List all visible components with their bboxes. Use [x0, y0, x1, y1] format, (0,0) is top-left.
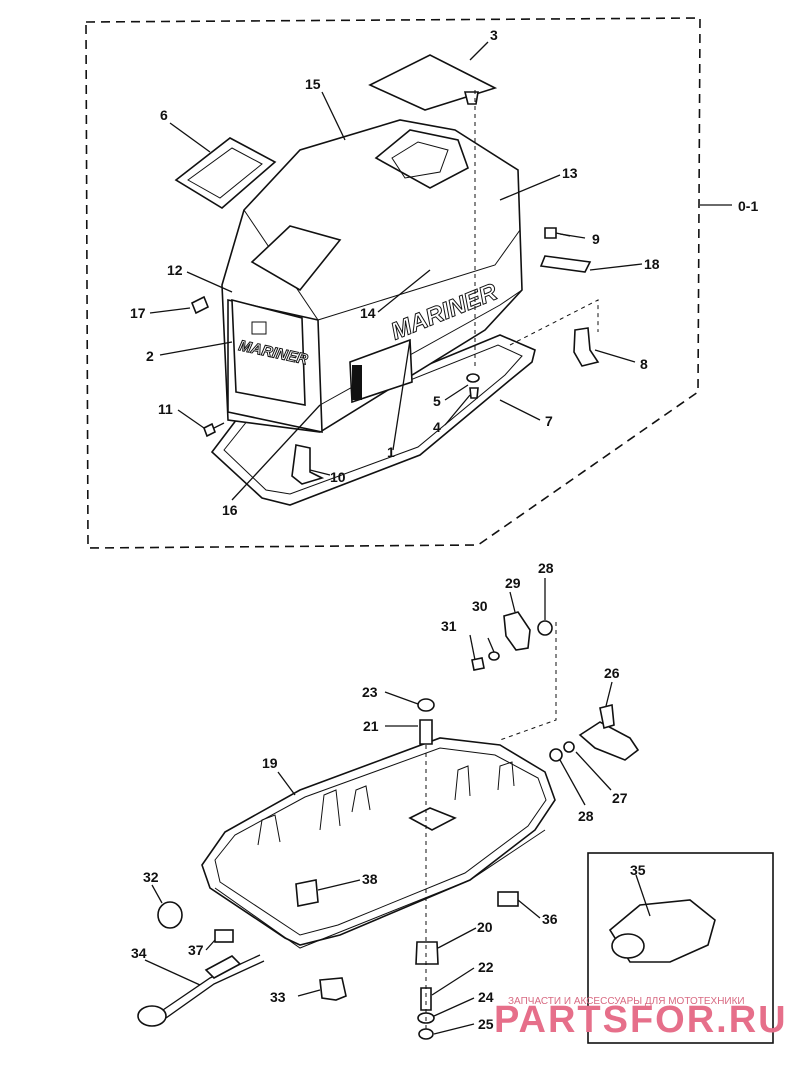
- part-label-32: 32: [143, 869, 159, 885]
- part-label-3: 3: [490, 27, 498, 43]
- part-label-34: 34: [131, 945, 147, 961]
- part-label-27: 27: [612, 790, 628, 806]
- assembly-label: 0-1: [738, 198, 758, 214]
- part-label-29: 29: [505, 575, 521, 591]
- part-label-8: 8: [640, 356, 648, 372]
- part-label-17: 17: [130, 305, 146, 321]
- part-label-37: 37: [188, 942, 204, 958]
- part-label-28-bottom: 28: [578, 808, 594, 824]
- watermark-site: PARTSFOR.RU: [494, 999, 788, 1041]
- part-label-30: 30: [472, 598, 488, 614]
- part-label-6: 6: [160, 107, 168, 123]
- part-label-24: 24: [478, 989, 494, 1005]
- part-label-23: 23: [362, 684, 378, 700]
- part-label-31: 31: [441, 618, 457, 634]
- part-label-20: 20: [477, 919, 493, 935]
- watermark-caption: ЗАПЧАСТИ И АКСЕССУАРЫ ДЛЯ МОТОТЕХНИКИ: [508, 996, 745, 1007]
- leader-lines: [144, 41, 643, 1035]
- part-label-26: 26: [604, 665, 620, 681]
- watermark: ЗАПЧАСТИ И АКСЕССУАРЫ ДЛЯ МОТОТЕХНИКИ PA…: [494, 996, 788, 1041]
- part-label-15: 15: [305, 76, 321, 92]
- part-label-10: 10: [330, 469, 346, 485]
- part-label-21: 21: [363, 718, 379, 734]
- part-label-36: 36: [542, 911, 558, 927]
- part-label-13: 13: [562, 165, 578, 181]
- detail-inset-box: [587, 852, 774, 1044]
- part-label-2: 2: [146, 348, 154, 364]
- part-label-16: 16: [222, 502, 238, 518]
- top-cowl-assembly: MARINER MARINER: [174, 54, 600, 506]
- part-label-12: 12: [167, 262, 183, 278]
- part-label-25: 25: [478, 1016, 494, 1032]
- part-label-9: 9: [592, 231, 600, 247]
- part-label-35: 35: [630, 862, 646, 878]
- part-label-1: 1: [387, 444, 395, 460]
- part-label-19: 19: [262, 755, 278, 771]
- part-label-38: 38: [362, 871, 378, 887]
- part-label-5: 5: [433, 393, 441, 409]
- part-number-labels: 0-1 1 2 3 4 5 6 7 8 9 10 11 12 13 14 15 …: [130, 27, 758, 1032]
- bottom-cowl-assembly: [137, 611, 640, 1040]
- part-label-7: 7: [545, 413, 553, 429]
- part-label-18: 18: [644, 256, 660, 272]
- part-label-28-top: 28: [538, 560, 554, 576]
- part-label-33: 33: [270, 989, 286, 1005]
- part-label-14: 14: [360, 305, 376, 321]
- assembly-boundary: [85, 17, 732, 549]
- part-label-22: 22: [478, 959, 494, 975]
- part-label-11: 11: [158, 401, 173, 417]
- part-label-4: 4: [433, 419, 441, 435]
